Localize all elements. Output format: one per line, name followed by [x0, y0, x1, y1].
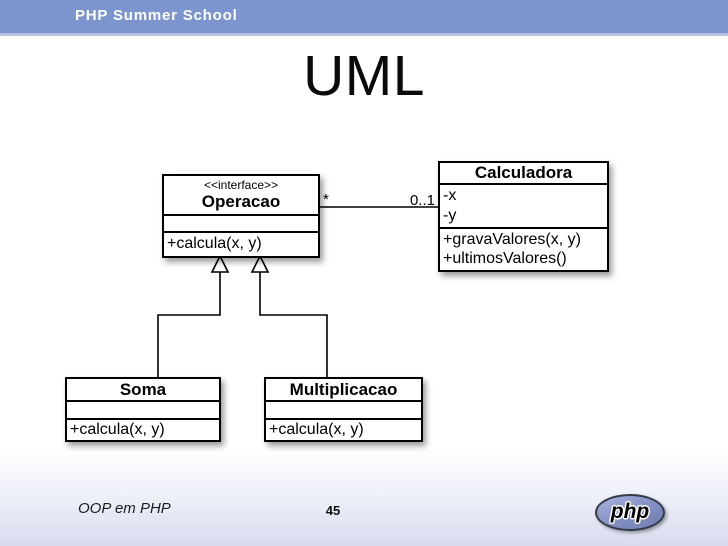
- header-bar: PHP Summer School: [0, 0, 728, 36]
- class-operacao: <<interface>> Operacao +calcula(x, y): [162, 174, 320, 258]
- class-multiplicacao: Multiplicacao +calcula(x, y): [264, 377, 423, 442]
- operacao-name-compartment: <<interface>> Operacao: [164, 176, 318, 214]
- multiplicacao-method: +calcula(x, y): [266, 418, 421, 440]
- class-soma: Soma +calcula(x, y): [65, 377, 221, 442]
- generalization-line-soma: [157, 272, 221, 377]
- slide-title: UML: [303, 44, 425, 108]
- calculadora-method: +ultimosValores(): [443, 250, 567, 267]
- page-number: 45: [325, 503, 341, 518]
- class-calculadora: Calculadora -x -y +gravaValores(x, y) +u…: [438, 161, 609, 272]
- generalization-triangle-icon-left: [210, 254, 230, 273]
- operacao-method: +calcula(x, y): [164, 231, 318, 256]
- multiplicity-target: 0..1: [409, 192, 435, 209]
- calculadora-attribute: -y: [443, 207, 457, 224]
- operacao-stereotype: <<interface>>: [203, 178, 279, 192]
- footer-course-label: OOP em PHP: [78, 500, 171, 517]
- php-logo-text: php: [610, 499, 650, 523]
- soma-name: Soma: [119, 380, 167, 399]
- multiplicacao-attributes-empty: [266, 400, 421, 418]
- calculadora-attributes: -x -y: [440, 183, 607, 227]
- generalization-line-multiplicacao: [259, 272, 328, 377]
- calculadora-attribute: -x: [443, 187, 457, 204]
- php-logo-icon: php: [595, 494, 665, 531]
- calculadora-name: Calculadora: [474, 163, 573, 182]
- soma-attributes-empty: [67, 400, 219, 418]
- operacao-attributes-empty: [164, 214, 318, 231]
- multiplicity-source: *: [323, 191, 329, 208]
- calculadora-methods: +gravaValores(x, y) +ultimosValores(): [440, 227, 607, 270]
- calculadora-method: +gravaValores(x, y): [443, 231, 581, 248]
- header-title: PHP Summer School: [75, 7, 238, 24]
- operacao-name: Operacao: [201, 192, 281, 211]
- footer: [0, 448, 728, 546]
- generalization-triangle-icon-right: [250, 254, 270, 273]
- soma-method: +calcula(x, y): [67, 418, 219, 440]
- multiplicacao-name: Multiplicacao: [289, 380, 398, 399]
